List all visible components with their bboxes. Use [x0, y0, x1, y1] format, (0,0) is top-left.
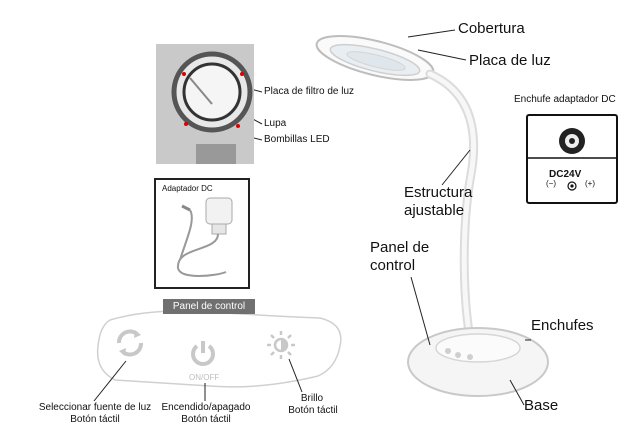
socket-inset	[526, 114, 618, 204]
btn2-label-line1: Encendido/apagado	[161, 402, 251, 413]
lamp-base	[407, 327, 549, 397]
label-enchufe-adaptador: Enchufe adaptador DC	[514, 94, 616, 105]
label-placa-filtro: Placa de filtro de luz	[264, 86, 355, 97]
leader-lines	[407, 29, 531, 406]
label-panel-de: Panel de	[370, 239, 430, 256]
power-icon[interactable]	[188, 338, 218, 368]
onoff-label: ON/OFF	[189, 373, 220, 382]
label-estructura-2: ajustable	[404, 202, 465, 219]
btn3-label-line1: Brillo	[300, 393, 324, 404]
dc-voltage-label: DC24V	[549, 169, 582, 180]
label-cobertura: Cobertura	[458, 20, 525, 37]
refresh-icon[interactable]	[113, 326, 147, 360]
lamp-head	[315, 35, 435, 81]
adapter-inset	[154, 178, 250, 289]
btn3-label-line2: Botón táctil	[288, 405, 338, 416]
label-lupa: Lupa	[264, 118, 287, 129]
btn2-label-line2: Botón táctil	[181, 414, 231, 425]
label-estructura-1: Estructura	[404, 184, 473, 201]
label-adaptador-dc: Adaptador DC	[162, 184, 213, 193]
label-bombillas-led: Bombillas LED	[264, 134, 330, 145]
panel-control-bar: Panel de control	[163, 299, 255, 314]
label-base: Base	[524, 397, 559, 414]
label-enchufes: Enchufes	[531, 317, 594, 334]
btn1-label-line2: Botón táctil	[70, 414, 120, 425]
label-placa-de-luz: Placa de luz	[469, 52, 551, 69]
polarity-minus: (−)	[546, 179, 556, 188]
btn1-label-line1: Seleccionar fuente de luz	[38, 402, 152, 413]
label-control: control	[370, 257, 416, 274]
brightness-icon[interactable]	[266, 330, 296, 360]
polarity-plus: (+)	[585, 179, 595, 188]
magnifier-photo	[156, 44, 254, 164]
